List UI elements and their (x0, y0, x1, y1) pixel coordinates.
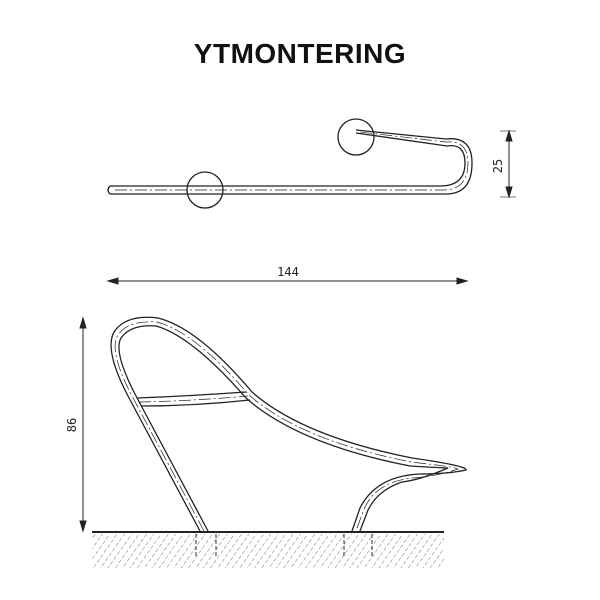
cross-brace-outer (136, 391, 247, 399)
dimension-25 (500, 129, 516, 199)
tube-side-inner (118, 325, 449, 532)
mounting-plate-right (337, 118, 375, 156)
cross-brace-inner (140, 399, 251, 407)
side-view (110, 316, 467, 532)
ground (92, 531, 444, 568)
ground-hatch (92, 534, 444, 568)
tube-side-outer (110, 316, 467, 532)
dimension-25-label: 25 (491, 159, 505, 173)
dimension-86-label: 86 (65, 418, 79, 432)
dimension-144-label: 144 (277, 265, 299, 279)
tube-side-centerline (114, 321, 459, 532)
page-title: YTMONTERING (193, 38, 407, 69)
tube-top-inner (110, 129, 473, 195)
dimension-144 (106, 277, 469, 285)
dimension-86 (79, 316, 87, 533)
tube-top-centerline (115, 131, 469, 191)
top-view (107, 118, 473, 209)
tube-top-outer (110, 132, 466, 187)
